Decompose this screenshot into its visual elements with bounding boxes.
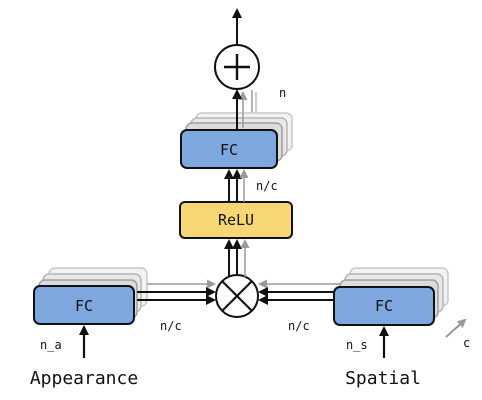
add-node (214, 44, 260, 90)
appearance-title: Appearance (30, 368, 138, 389)
c-depth-arrow (445, 318, 467, 338)
relu-label: ReLU (218, 211, 254, 229)
label-n-over-c-top: n/c (256, 179, 278, 193)
fc-top-box (180, 129, 278, 169)
multiply-node (215, 274, 259, 318)
fc-right-box (333, 286, 435, 326)
label-n-a: n_a (40, 338, 62, 352)
label-n: n (279, 86, 286, 100)
spatial-title: Spatial (345, 368, 421, 389)
fc-top-label: FC (220, 141, 238, 159)
fc-left-stack (33, 267, 148, 325)
fc-top-stack (180, 112, 293, 169)
fc-left-box (33, 285, 135, 325)
label-n-over-c-right: n/c (288, 319, 310, 333)
label-n-over-c-left: n/c (160, 319, 182, 333)
fc-left-label: FC (75, 297, 93, 315)
fc-right-stack (333, 267, 449, 326)
label-c: c (463, 336, 470, 350)
label-n-s: n_s (346, 338, 368, 352)
fc-right-label: FC (375, 297, 393, 315)
